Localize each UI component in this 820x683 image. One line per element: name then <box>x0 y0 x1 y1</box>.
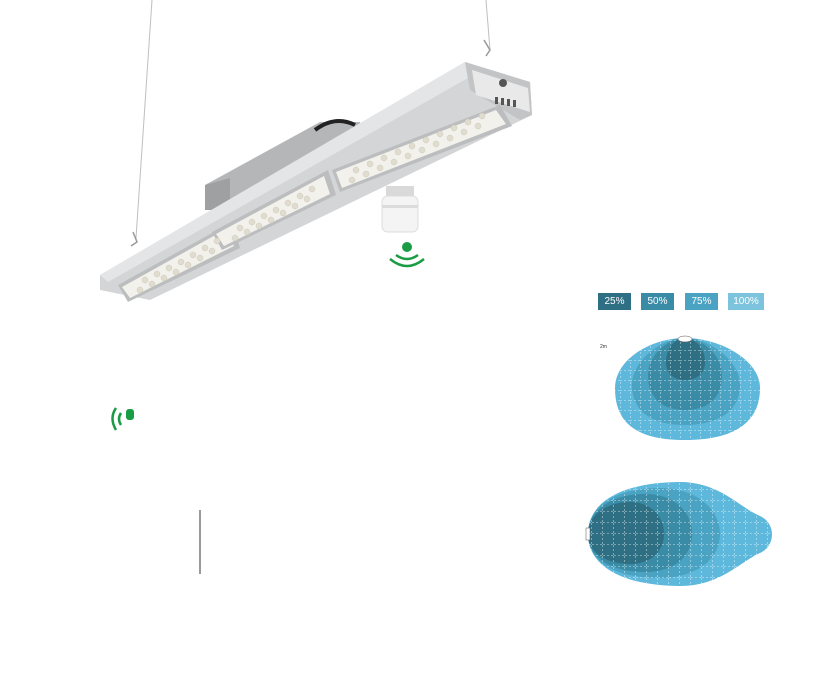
faint-spec-area <box>62 510 362 570</box>
detection-pattern-side-view: 2m <box>600 330 770 445</box>
divider-line <box>199 510 201 574</box>
detection-pattern-top-view <box>580 478 780 590</box>
legend-level-75: 75% <box>685 293 718 310</box>
motion-sensor <box>381 186 419 233</box>
legend-level-25: 25% <box>598 293 631 310</box>
legend-level-100: 100% <box>728 293 764 310</box>
wireless-sensor-icon <box>111 407 134 431</box>
legend-level-50: 50% <box>641 293 674 310</box>
motion-wave-icon <box>389 242 425 268</box>
svg-text:2m: 2m <box>600 344 607 350</box>
